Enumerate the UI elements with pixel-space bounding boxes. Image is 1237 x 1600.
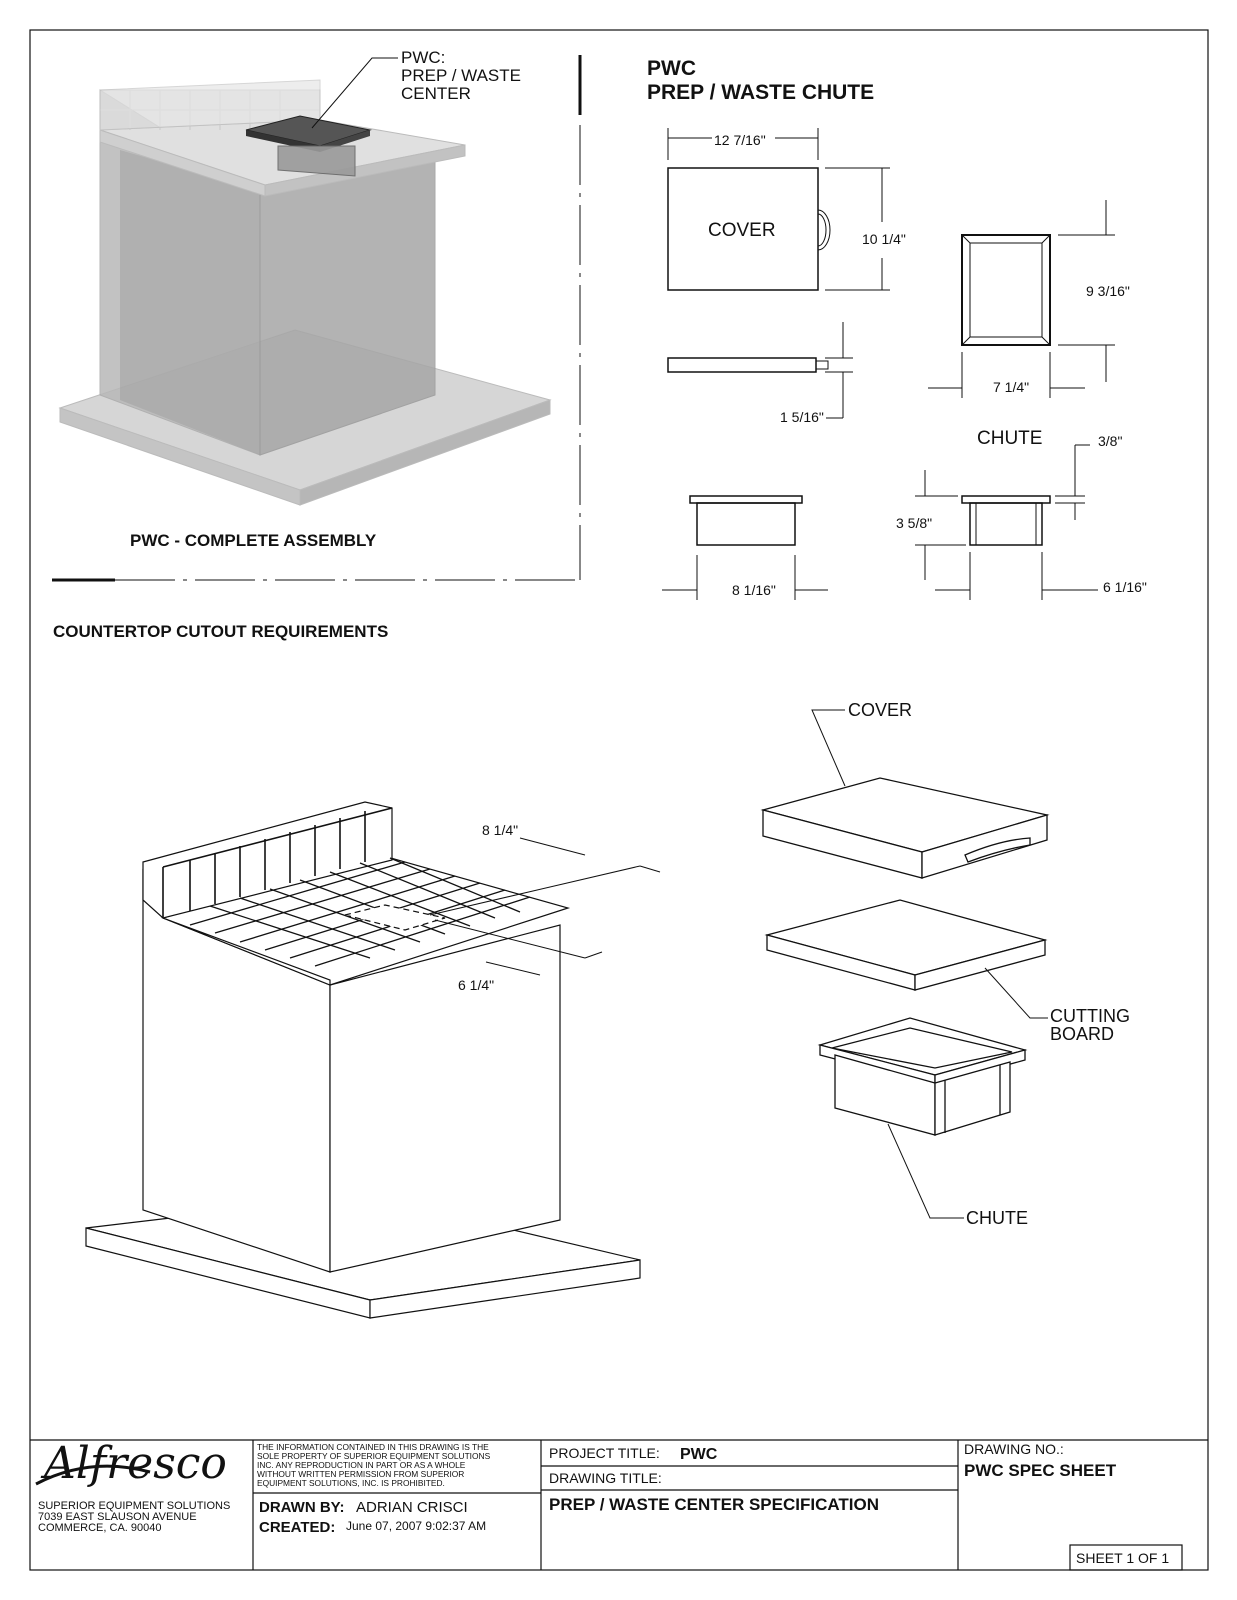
dim-chute-height: 9 3/16" [1086,283,1130,299]
exploded-cutting-board-label-2: BOARD [1050,1024,1114,1044]
dim-chute-lip: 3/8" [1098,433,1122,449]
dim-cutout-bottom: 6 1/4" [458,977,494,993]
drawing-no-value: PWC SPEC SHEET [964,1461,1117,1480]
project-title-value: PWC [680,1446,718,1463]
cover-edge-view [667,322,853,419]
sheet-border [29,29,1209,1571]
assembly-caption: PWC - COMPLETE ASSEMBLY [130,531,377,550]
dim-chute-depth: 3 5/8" [896,515,932,531]
project-title-label: PROJECT TITLE: [549,1445,660,1461]
chute-front-view-right [915,444,1098,600]
company-line-1: SUPERIOR EQUIPMENT SOLUTIONS [38,1500,230,1512]
svg-text:THE INFORMATION CONTAINED IN T: THE INFORMATION CONTAINED IN THIS DRAWIN… [257,1442,489,1452]
callout-line-1: PWC: [401,48,445,67]
svg-text:INC. ANY REPRODUCTION IN PART: INC. ANY REPRODUCTION IN PART OR AS A WH… [257,1460,466,1470]
drawing-title-label: DRAWING TITLE: [549,1470,662,1486]
svg-text:EQUIPMENT SOLUTIONS, INC. IS P: EQUIPMENT SOLUTIONS, INC. IS PROHIBITED. [257,1478,445,1488]
exploded-cover-label: COVER [848,700,912,720]
svg-text:WITHOUT WRITTEN PERMISSION FRO: WITHOUT WRITTEN PERMISSION FROM SUPERIOR [257,1469,464,1479]
drawn-by-label: DRAWN BY: [259,1499,345,1516]
spec-title-line-1: PWC [647,57,696,80]
dim-cutout-top: 8 1/4" [482,822,518,838]
sheet-number: SHEET 1 OF 1 [1076,1550,1169,1566]
exploded-view [760,709,1050,1219]
chute-label: CHUTE [977,428,1042,449]
cutout-cabinet-drawing [85,801,661,1319]
svg-text:SOLE PROPERTY OF SUPERIOR EQUI: SOLE PROPERTY OF SUPERIOR EQUIPMENT SOLU… [257,1451,491,1461]
created-label: CREATED: [259,1519,335,1536]
view-boundary [52,55,582,582]
created-value: June 07, 2007 9:02:37 AM [346,1519,486,1533]
drawn-by-value: ADRIAN CRISCI [356,1499,468,1516]
svg-text:Alfresco: Alfresco [40,1438,227,1489]
dim-cover-height: 10 1/4" [862,231,906,247]
drawing-title-value: PREP / WASTE CENTER SPECIFICATION [549,1495,879,1514]
cover-label: COVER [708,220,776,241]
dim-chute-width: 7 1/4" [993,379,1029,395]
alfresco-logo: Alfresco [35,1438,227,1489]
dim-cover-thickness: 1 5/16" [780,409,824,425]
company-line-3: COMMERCE, CA. 90040 [38,1522,161,1534]
complete-assembly-render [58,57,552,506]
company-line-2: 7039 EAST SLAUSON AVENUE [38,1511,197,1523]
spec-title-line-2: PREP / WASTE CHUTE [647,81,874,104]
cover-plan-view [667,128,890,291]
callout-line-3: CENTER [401,84,471,103]
title-block [30,1439,1208,1571]
dim-side-view-width: 8 1/16" [732,582,776,598]
callout-line-2: PREP / WASTE [401,66,521,85]
drawing-no-label: DRAWING NO.: [964,1441,1064,1457]
dim-cover-width: 12 7/16" [714,132,766,148]
chute-front-view-left [662,495,828,600]
dim-chute-side-width: 6 1/16" [1103,579,1147,595]
notice-text: THE INFORMATION CONTAINED IN THIS DRAWIN… [257,1442,491,1488]
cutout-heading: COUNTERTOP CUTOUT REQUIREMENTS [53,622,388,641]
exploded-cutting-board-label-1: CUTTING [1050,1006,1130,1026]
exploded-chute-label: CHUTE [966,1208,1028,1228]
chute-plan-view [928,200,1115,398]
